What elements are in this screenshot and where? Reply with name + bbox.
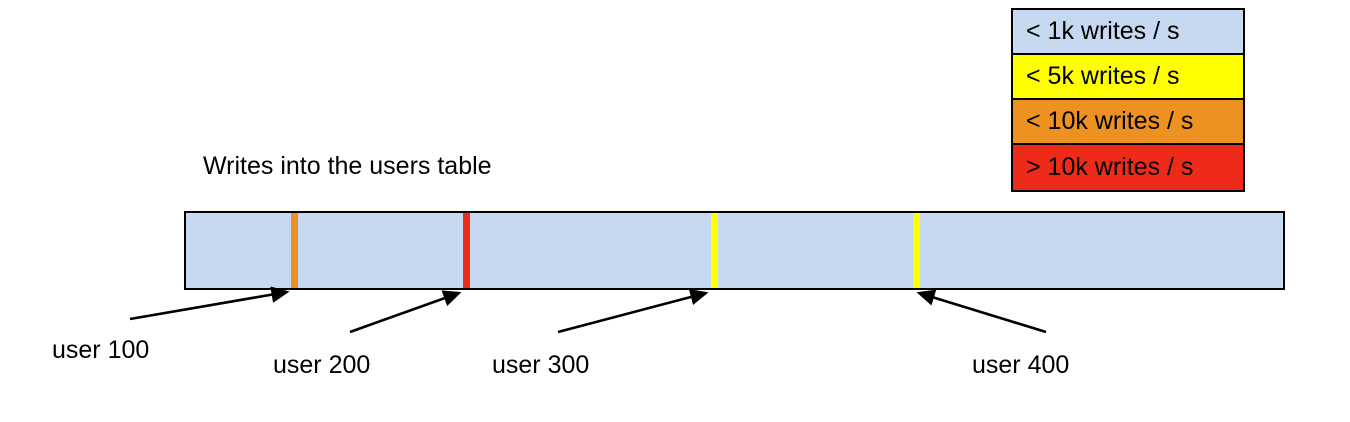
legend-label-under-5k: < 5k writes / s — [1026, 62, 1180, 90]
legend-row-under-10k: < 10k writes / s — [1013, 100, 1243, 145]
arrow-user-400 — [916, 289, 1047, 334]
callout-label-user-400: user 400 — [972, 351, 1070, 379]
arrow-user-200 — [349, 290, 462, 334]
callout-label-user-100: user 100 — [52, 336, 150, 364]
callout-label-user-200: user 200 — [273, 351, 371, 379]
legend-label-under-10k: < 10k writes / s — [1026, 107, 1194, 135]
legend-row-under-5k: < 5k writes / s — [1013, 55, 1243, 100]
users-table-bar — [184, 211, 1285, 290]
arrow-user-300 — [557, 288, 709, 334]
legend-row-under-1k: < 1k writes / s — [1013, 10, 1243, 55]
legend-label-over-10k: > 10k writes / s — [1026, 153, 1194, 181]
marker-user-400 — [913, 213, 920, 288]
marker-user-100 — [291, 213, 298, 288]
legend-label-under-1k: < 1k writes / s — [1026, 17, 1180, 45]
marker-user-200 — [463, 213, 470, 288]
callout-label-user-300: user 300 — [492, 351, 590, 379]
arrow-user-100 — [129, 286, 290, 321]
chart-title: Writes into the users table — [203, 152, 492, 180]
legend-row-over-10k: > 10k writes / s — [1013, 145, 1243, 190]
legend: < 1k writes / s < 5k writes / s < 10k wr… — [1011, 8, 1245, 192]
marker-user-300 — [711, 213, 718, 288]
